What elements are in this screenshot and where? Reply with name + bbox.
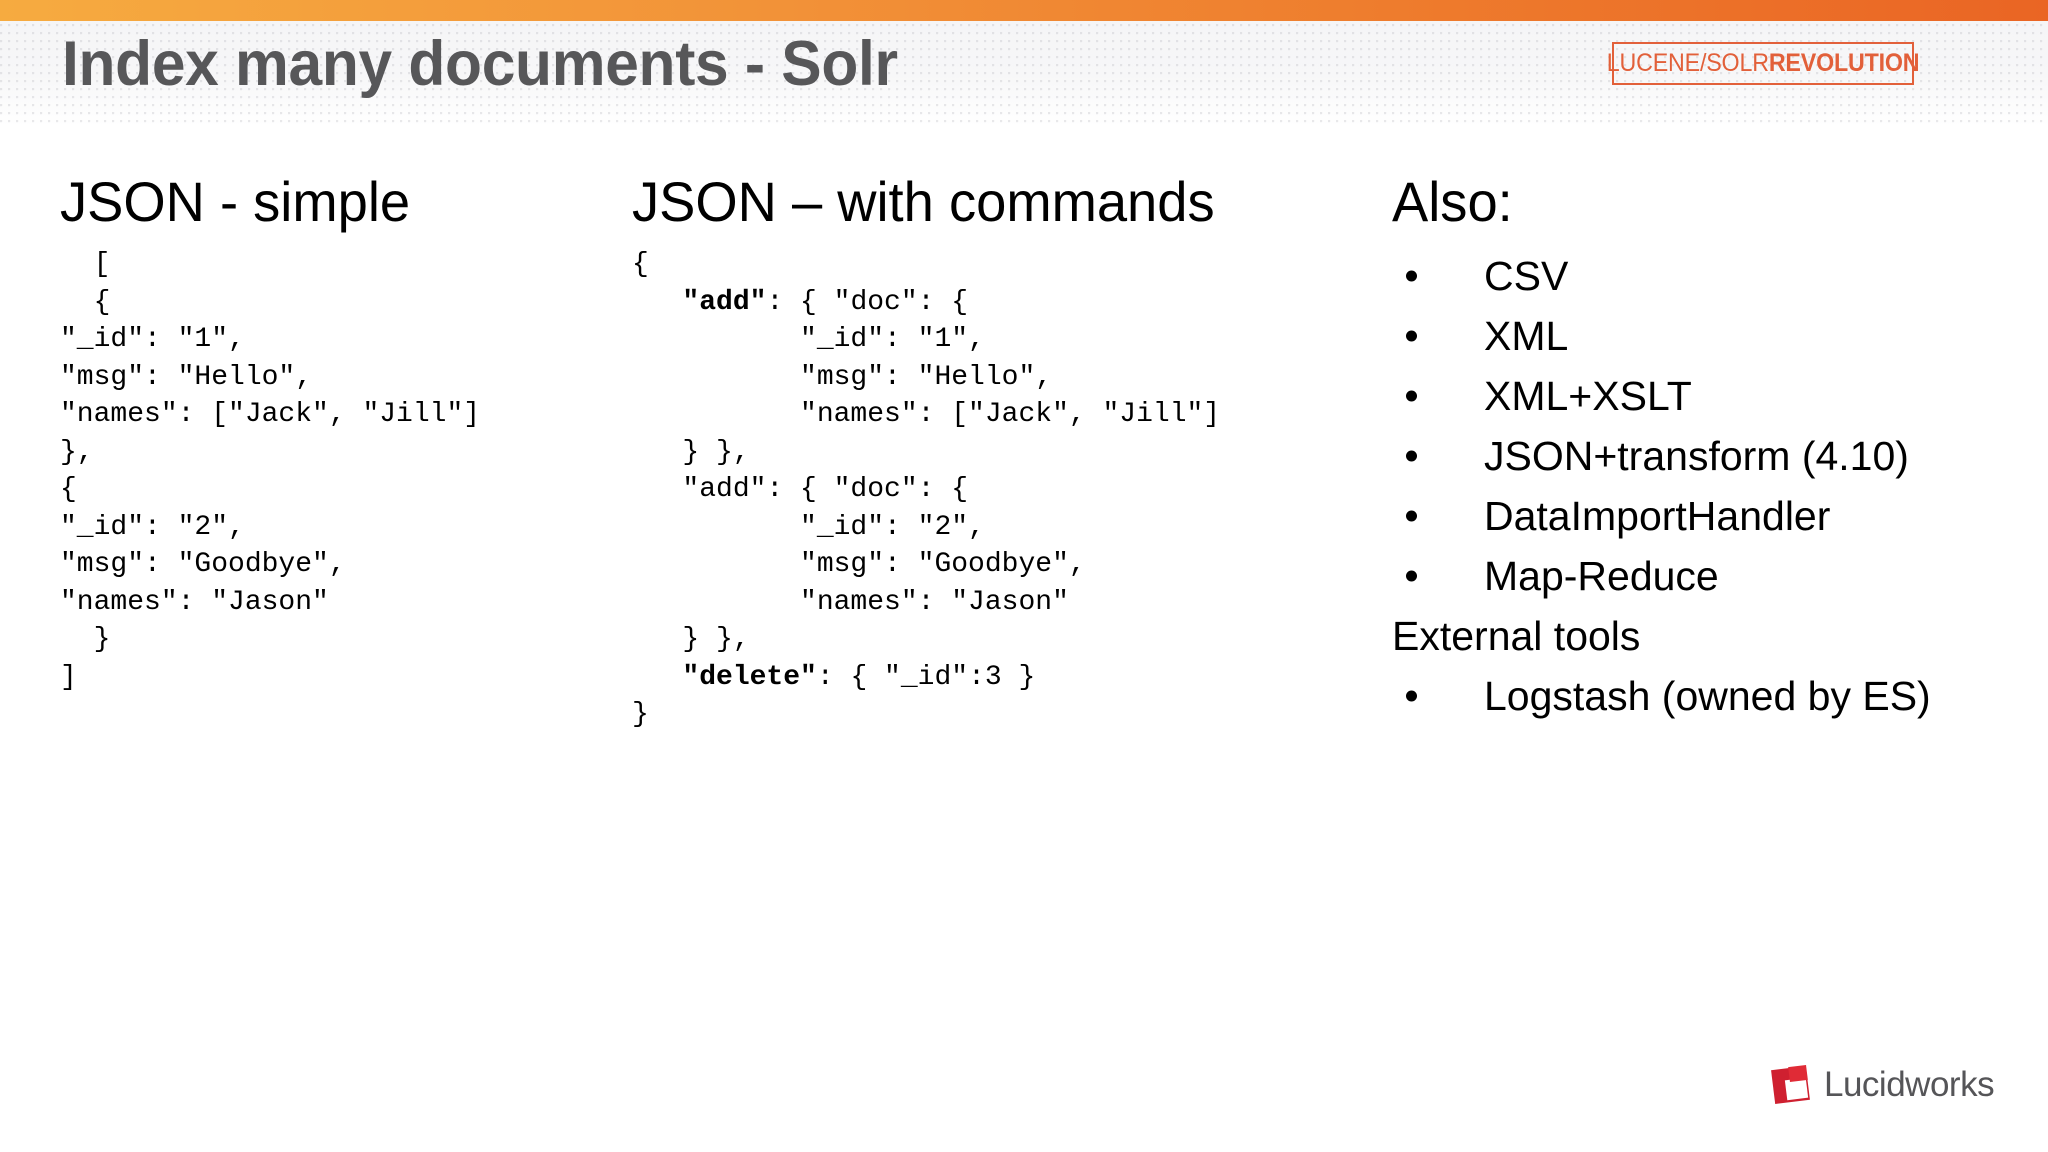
also-list-item: Map-Reduce	[1392, 546, 2012, 606]
bullet-icon	[1406, 510, 1417, 522]
bullet-icon	[1406, 570, 1417, 582]
also-list-item-label: Map-Reduce	[1484, 553, 1719, 599]
also-list-item: JSON+transform (4.10)	[1392, 426, 2012, 486]
code-block-json-simple: [ { "_id": "1", "msg": "Hello", "names":…	[60, 249, 481, 693]
page-title: Index many documents - Solr	[62, 29, 898, 99]
lucene-solr-revolution-logo: LUCENE/SOLRREVOLUTION	[1607, 42, 1919, 85]
lucidworks-wordmark: Lucidworks	[1824, 1065, 1995, 1104]
slide-header-band: Index many documents - Solr LUCENE/SOLRR…	[0, 0, 2048, 126]
bullet-icon	[1406, 450, 1417, 462]
bullet-icon	[1406, 270, 1417, 282]
also-list-item-label: XML	[1484, 313, 1569, 359]
also-list: CSV XML XML+XSLT JSON+transform (4.10) DataI…	[1392, 230, 2012, 726]
column-heading-json-commands: JSON – with commands	[632, 170, 1215, 233]
slide-body: JSON - simple [ { "_id": "1", "msg": "He…	[0, 126, 2048, 1152]
revolution-logo-bold-text: REVOLUTION	[1768, 49, 1920, 77]
also-list-item-label: XML+XSLT	[1484, 373, 1692, 419]
column-heading-also: Also:	[1392, 170, 1513, 233]
bullet-icon	[1406, 390, 1417, 402]
also-list-item-label: JSON+transform (4.10)	[1484, 433, 1909, 479]
column-json-commands: JSON – with commands { "add": { "doc": {…	[632, 126, 1352, 734]
code-block-json-commands: { "add": { "doc": { "_id": "1", "msg": "…	[632, 249, 1221, 730]
also-list-item-label: Logstash (owned by ES)	[1484, 673, 1931, 719]
json-command-key: "add"	[682, 286, 767, 318]
also-list-item: DataImportHandler	[1392, 486, 2012, 546]
also-list-item: XML+XSLT	[1392, 366, 2012, 426]
revolution-logo-light-text: LUCENE/SOLR	[1606, 49, 1769, 77]
also-list-item: XML	[1392, 306, 2012, 366]
bullet-icon	[1406, 690, 1417, 702]
lucidworks-logo: Lucidworks	[1771, 1063, 1995, 1107]
also-list-subheading: External tools	[1392, 613, 1641, 659]
json-command-key: "delete"	[682, 661, 817, 693]
column-heading-json-simple: JSON - simple	[60, 170, 411, 233]
column-also: Also: CSV XML XML+XSLT JSON+transform (4.10…	[1392, 126, 2012, 726]
bullet-icon	[1406, 330, 1417, 342]
also-list-item-label: CSV	[1484, 253, 1569, 299]
also-list-item: CSV	[1392, 246, 2012, 306]
revolution-logo-text: LUCENE/SOLRREVOLUTION	[1607, 49, 1920, 78]
column-json-simple: JSON - simple [ { "_id": "1", "msg": "He…	[60, 126, 620, 696]
lucidworks-mark-icon	[1771, 1064, 1810, 1105]
also-list-item: Logstash (owned by ES)	[1392, 666, 2012, 726]
orange-accent-bar	[0, 0, 2048, 21]
also-list-item-label: DataImportHandler	[1484, 493, 1831, 539]
